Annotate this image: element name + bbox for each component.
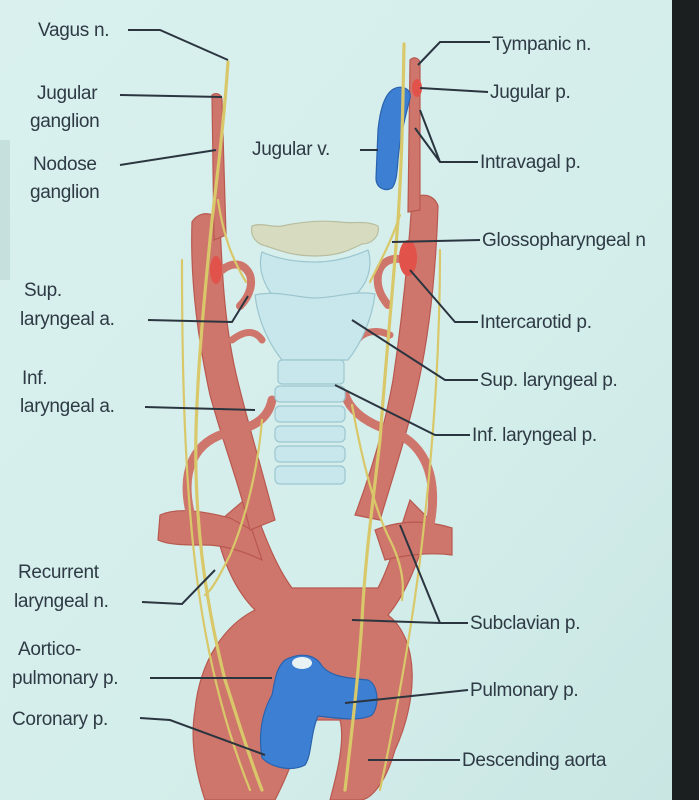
label-coronary-p: Coronary p. (12, 709, 108, 730)
right-subclavian-artery (375, 522, 452, 560)
left-intercarotid-paraganglion (210, 256, 222, 284)
label-nodose-ganglion-line2: ganglion (30, 182, 99, 203)
tracheal-ring-2 (275, 406, 345, 422)
label-intercarotid-p: Intercarotid p. (480, 312, 592, 333)
pulmonary-trunk-lumen (292, 657, 312, 669)
tracheal-ring-3 (275, 426, 345, 442)
tracheal-ring-1 (275, 386, 345, 402)
label-glossopharyngeal-n: Glossopharyngeal n (482, 230, 646, 251)
tracheal-ring-4 (275, 446, 345, 462)
label-aortico-pulmonary-p-line2: pulmonary p. (12, 668, 118, 689)
label-sup-laryngeal-a-line1: Sup. (24, 280, 62, 301)
label-tympanic-n: Tympanic n. (492, 34, 591, 55)
label-subclavian-p: Subclavian p. (470, 613, 580, 634)
label-sup-laryngeal-a-line2: laryngeal a. (20, 309, 115, 330)
label-vagus-n: Vagus n. (38, 20, 109, 41)
tracheal-ring-5 (275, 466, 345, 484)
label-sup-laryngeal-p: Sup. laryngeal p. (480, 370, 618, 391)
label-inf-laryngeal-a-line2: laryngeal a. (20, 396, 115, 417)
right-intercarotid-paraganglion (399, 240, 417, 276)
label-inf-laryngeal-a-line1: Inf. (22, 368, 47, 389)
label-pulmonary-p: Pulmonary p. (470, 680, 578, 701)
label-jugular-v: Jugular v. (252, 139, 330, 160)
label-descending-aorta: Descending aorta (462, 750, 607, 771)
left-shadow (0, 140, 10, 280)
label-nodose-ganglion-line1: Nodose (33, 154, 97, 175)
label-recurrent-laryngeal-n-line2: laryngeal n. (14, 591, 109, 612)
label-aortico-pulmonary-p-line1: Aortico- (18, 639, 81, 660)
cricoid-cartilage (278, 360, 344, 384)
label-jugular-ganglion-line1: Jugular (37, 83, 98, 104)
label-jugular-ganglion-line2: ganglion (30, 111, 99, 132)
label-intravagal-p: Intravagal p. (480, 152, 581, 173)
label-jugular-p: Jugular p. (490, 82, 570, 103)
label-inf-laryngeal-p: Inf. laryngeal p. (472, 425, 597, 446)
label-recurrent-laryngeal-n-line1: Recurrent (18, 562, 100, 583)
